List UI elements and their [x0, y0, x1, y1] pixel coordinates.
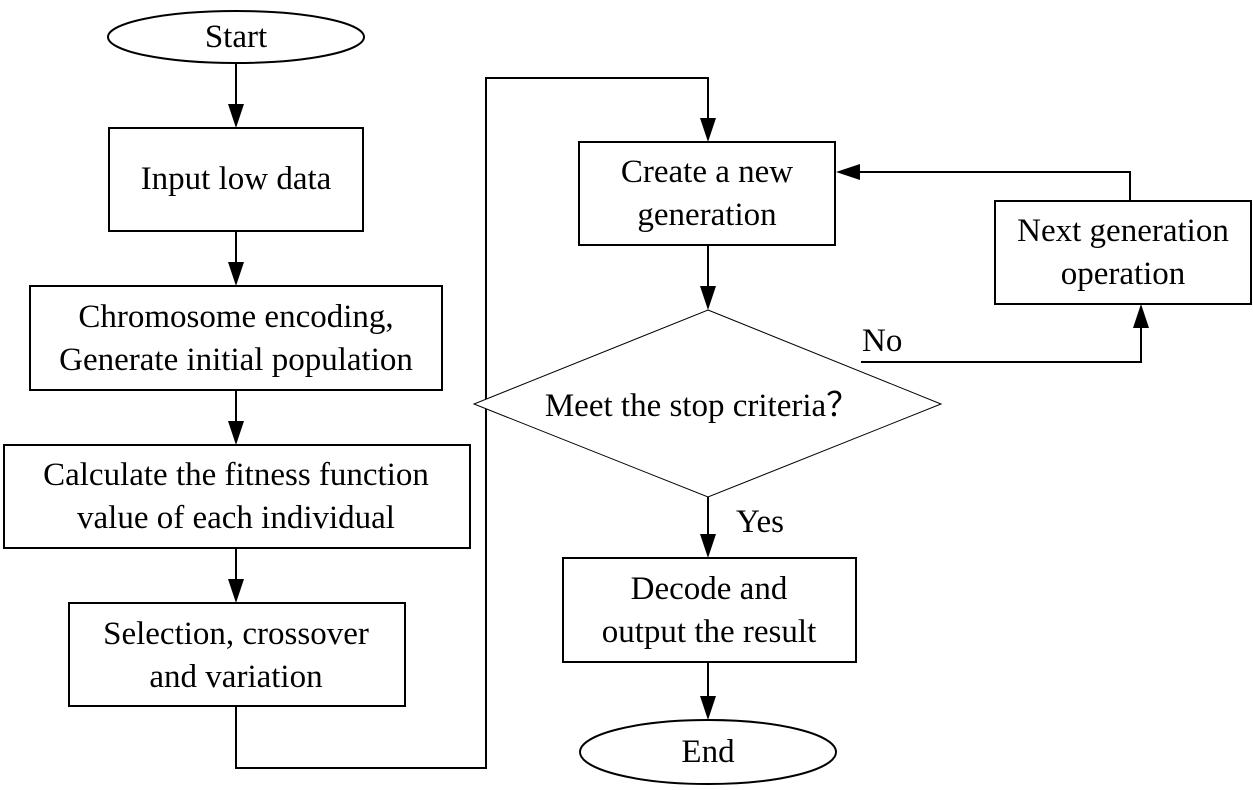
next-label-line1: Next generation [1017, 213, 1229, 249]
arrow-head [836, 164, 860, 180]
decision-label: Meet the stop criteria？ [545, 388, 859, 424]
edge-select-to-create [235, 77, 709, 769]
encode-label-line2: Generate initial population [59, 342, 413, 378]
select-label-line1: Selection, crossover [103, 616, 369, 652]
arrow-head [700, 696, 716, 720]
arrow-head [228, 262, 244, 286]
encode-label-line1: Chromosome encoding, [78, 299, 393, 335]
arrow-head [1133, 304, 1149, 328]
node-fitness: Calculate the fitness function value of … [3, 444, 471, 549]
node-decision: Meet the stop criteria？ [472, 309, 943, 498]
node-next: Next generation operation [994, 200, 1252, 305]
node-start: Start [107, 10, 365, 64]
input-box [108, 127, 364, 232]
decode-label-line1: Decode and [631, 571, 788, 607]
fitness-label-line1: Calculate the fitness function [43, 457, 429, 493]
decision-diamond [472, 309, 943, 498]
fitness-label-line2: value of each individual [77, 500, 395, 536]
node-create: Create a new generation [578, 141, 836, 246]
node-end: End [579, 719, 837, 785]
start-terminator [107, 10, 365, 64]
end-terminator [579, 719, 837, 785]
arrow-head [228, 579, 244, 603]
edges [228, 63, 1149, 769]
create-label-line2: generation [637, 197, 776, 233]
start-label: Start [205, 19, 267, 55]
next-box [994, 200, 1252, 305]
node-encode: Chromosome encoding, Generate initial po… [29, 285, 443, 391]
end-label: End [681, 734, 735, 770]
arrow-head [700, 118, 716, 142]
select-label-line2: and variation [149, 659, 322, 695]
node-decode: Decode and output the result [562, 557, 857, 663]
select-box [68, 602, 406, 707]
encode-box [29, 285, 443, 391]
node-select: Selection, crossover and variation [68, 602, 406, 707]
decode-box [562, 557, 857, 663]
edge-next-to-create [856, 171, 1131, 201]
arrow-head [228, 421, 244, 445]
next-label-line2: operation [1061, 256, 1186, 292]
arrow-head [700, 534, 716, 558]
create-box [578, 141, 836, 246]
node-input: Input low data [108, 127, 364, 232]
arrow-head [700, 286, 716, 310]
decode-label-line2: output the result [602, 614, 816, 650]
arrow-head [228, 104, 244, 128]
fitness-box [3, 444, 471, 549]
edge-label-yes: Yes [736, 504, 784, 540]
edge-decision-to-next [861, 324, 1142, 363]
create-label-line1: Create a new [621, 154, 793, 190]
edge-label-no: No [862, 323, 902, 359]
input-label: Input low data [141, 161, 332, 197]
